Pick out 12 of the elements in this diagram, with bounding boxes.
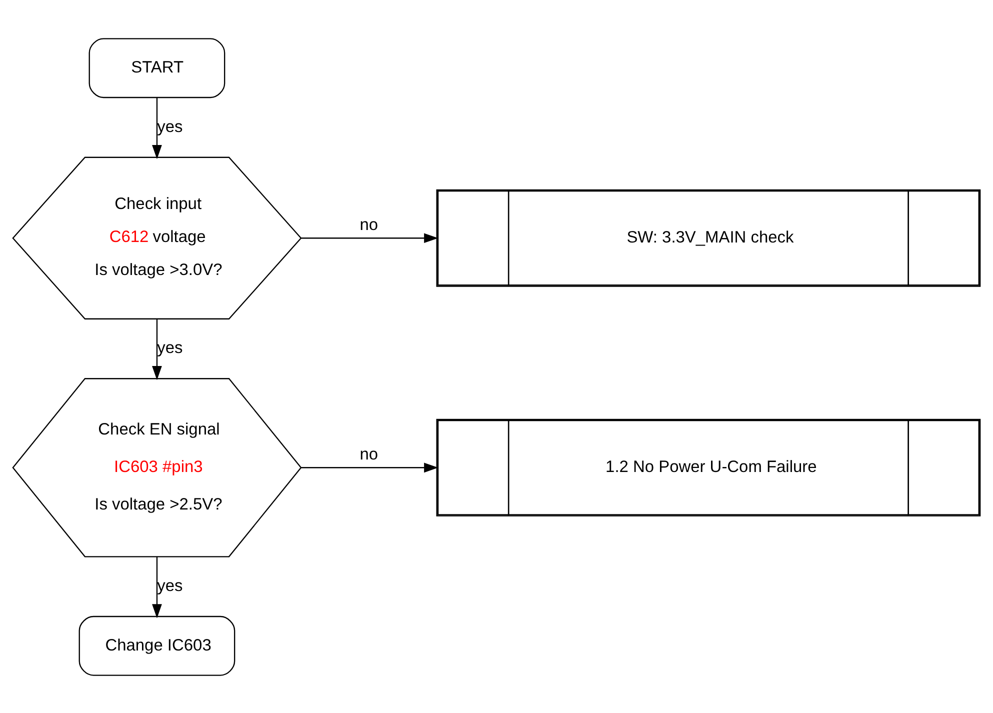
arrow (301, 232, 438, 243)
edge-label: yes (157, 117, 183, 136)
node-box: START (88, 38, 226, 98)
arrow (152, 97, 162, 159)
arrow (152, 556, 162, 618)
arrow (152, 318, 162, 380)
arrow (301, 462, 438, 472)
edge-label: no (360, 445, 378, 464)
edge-label: no (360, 216, 378, 234)
edge-label: yes (157, 338, 183, 357)
node-box: Change IC603 (78, 615, 236, 676)
edge-label: yes (157, 576, 183, 594)
